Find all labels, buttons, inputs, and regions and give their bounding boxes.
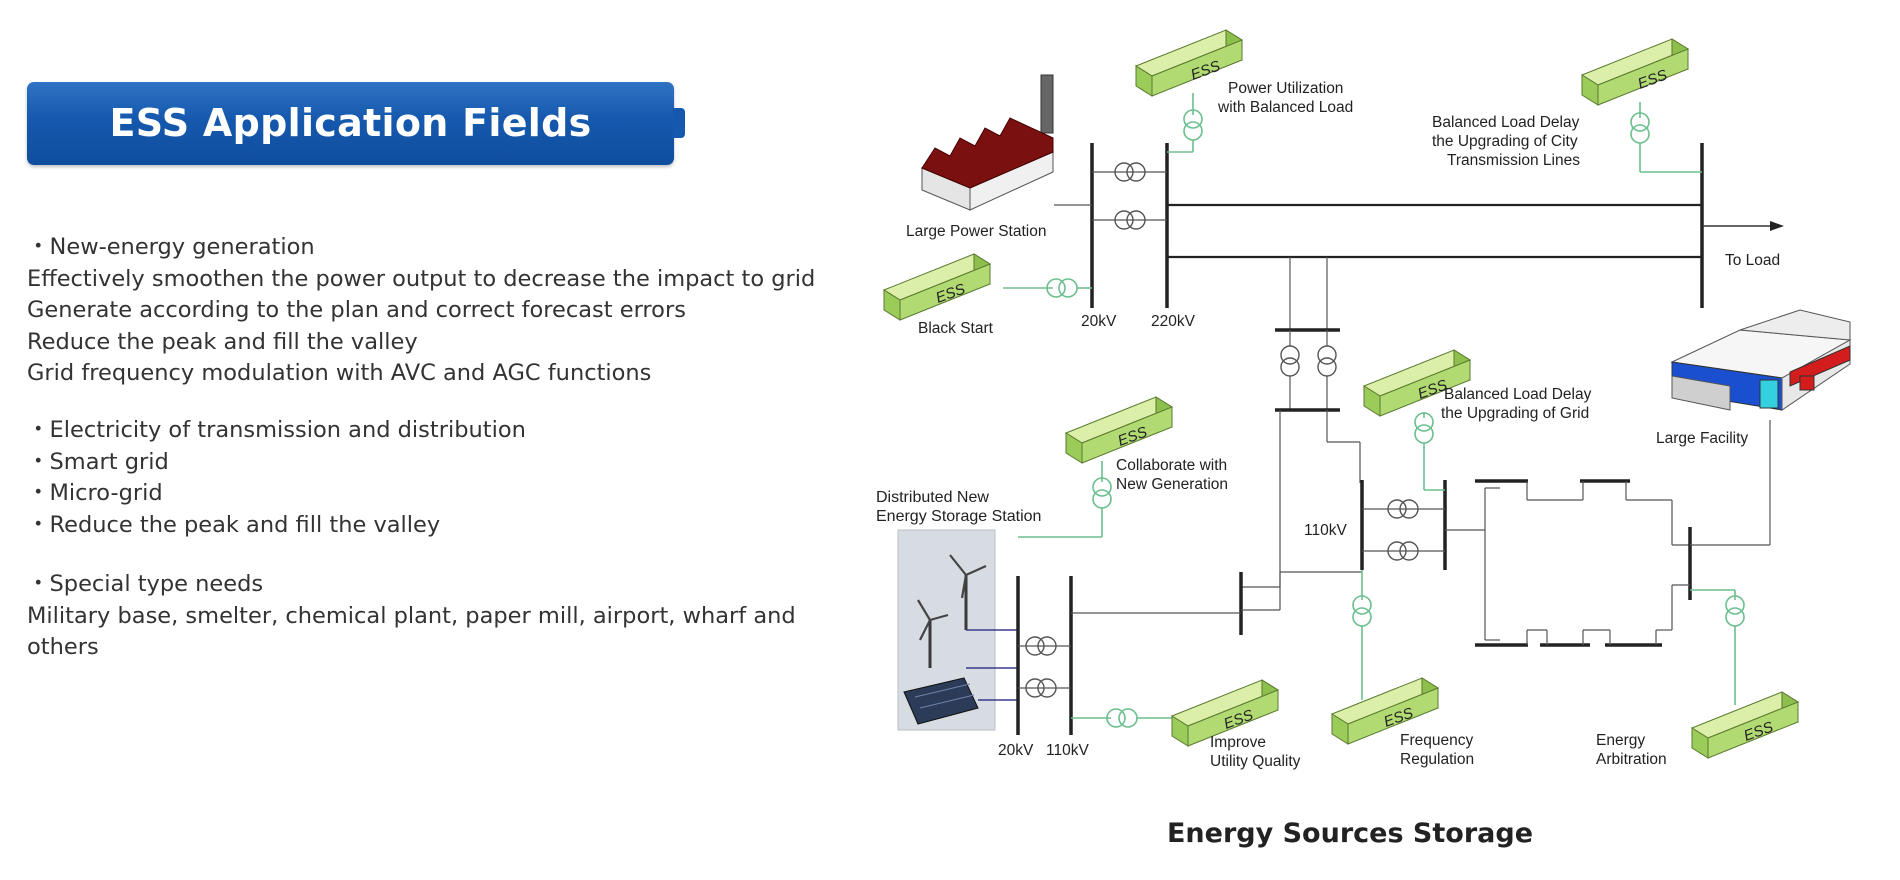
list-item: Reduce the peak and fill the valley xyxy=(27,510,526,542)
title-banner: ESS Application Fields xyxy=(27,82,685,165)
text-line: Grid frequency modulation with AVC and A… xyxy=(27,360,652,386)
transformer-icon xyxy=(1725,595,1745,627)
text-line: Generate according to the plan and corre… xyxy=(27,297,686,323)
label-balanced-city: Transmission Lines xyxy=(1447,152,1580,169)
label-frequency: Regulation xyxy=(1400,751,1474,768)
label-distributed: Energy Storage Station xyxy=(876,508,1041,525)
section-grid: Electricity of transmission and distribu… xyxy=(27,415,526,541)
ess-collaborate xyxy=(1065,396,1173,464)
label-collaborate: New Generation xyxy=(1116,476,1228,493)
ess-balanced-city xyxy=(1581,38,1689,106)
text-line: Effectively smoothen the power output to… xyxy=(27,265,816,292)
label-frequency: Frequency xyxy=(1400,732,1473,749)
label-large-facility: Large Facility xyxy=(1656,430,1748,447)
text-line: Military base, smelter, chemical plant, … xyxy=(27,602,796,661)
ess-energy-arbitration xyxy=(1691,691,1799,759)
transformer-icon xyxy=(1280,345,1300,377)
section-new-energy: New-energy generation Effectively smooth… xyxy=(27,232,815,390)
label-balanced-grid: the Upgrading of Grid xyxy=(1441,405,1589,422)
label-black-start: Black Start xyxy=(918,320,994,337)
ess-power-utilization xyxy=(1135,29,1243,97)
label-voltage: 20kV xyxy=(1081,313,1117,330)
label-large-power-station: Large Power Station xyxy=(906,223,1046,240)
transformer-icon xyxy=(1106,708,1138,728)
diagram-title: Energy Sources Storage xyxy=(1166,818,1534,849)
ess-black-start xyxy=(883,253,991,321)
list-item: Electricity of transmission and distribu… xyxy=(27,415,526,447)
label-improve: Utility Quality xyxy=(1210,753,1301,770)
label-arbitration: Energy xyxy=(1596,732,1645,749)
label-balanced-grid: Balanced Load Delay xyxy=(1444,386,1592,403)
text-line: Reduce the peak and fill the valley xyxy=(27,328,418,355)
label-voltage: 20kV xyxy=(998,742,1034,759)
section-heading: New-energy generation xyxy=(27,232,815,264)
section-heading: Special type needs xyxy=(27,569,847,601)
arrow-icon xyxy=(1770,221,1784,231)
banner-title: ESS Application Fields xyxy=(109,101,592,145)
label-power-utilization: Power Utilization xyxy=(1228,80,1343,97)
label-arbitration: Arbitration xyxy=(1596,751,1667,768)
list-item: Micro-grid xyxy=(27,478,526,510)
label-collaborate: Collaborate with xyxy=(1116,457,1227,474)
label-power-utilization: with Balanced Load xyxy=(1217,99,1353,116)
label-to-load: To Load xyxy=(1725,252,1780,269)
label-voltage: 110kV xyxy=(1046,742,1089,759)
label-voltage: 220kV xyxy=(1151,313,1196,330)
banner-tab xyxy=(673,108,685,138)
transformer-icon xyxy=(1092,477,1112,509)
facility-icon xyxy=(1670,309,1852,411)
section-special: Special type needs Military base, smelte… xyxy=(27,569,847,664)
label-voltage: 110kV xyxy=(1304,522,1347,539)
label-balanced-city: the Upgrading of City xyxy=(1432,133,1578,150)
transformer-icon xyxy=(1352,595,1372,627)
factory-icon xyxy=(920,74,1055,211)
label-improve: Improve xyxy=(1210,734,1266,751)
list-item: Smart grid xyxy=(27,447,526,479)
transformer-icon xyxy=(1317,345,1337,377)
label-distributed: Distributed New xyxy=(876,489,989,506)
label-balanced-city: Balanced Load Delay xyxy=(1432,114,1580,131)
